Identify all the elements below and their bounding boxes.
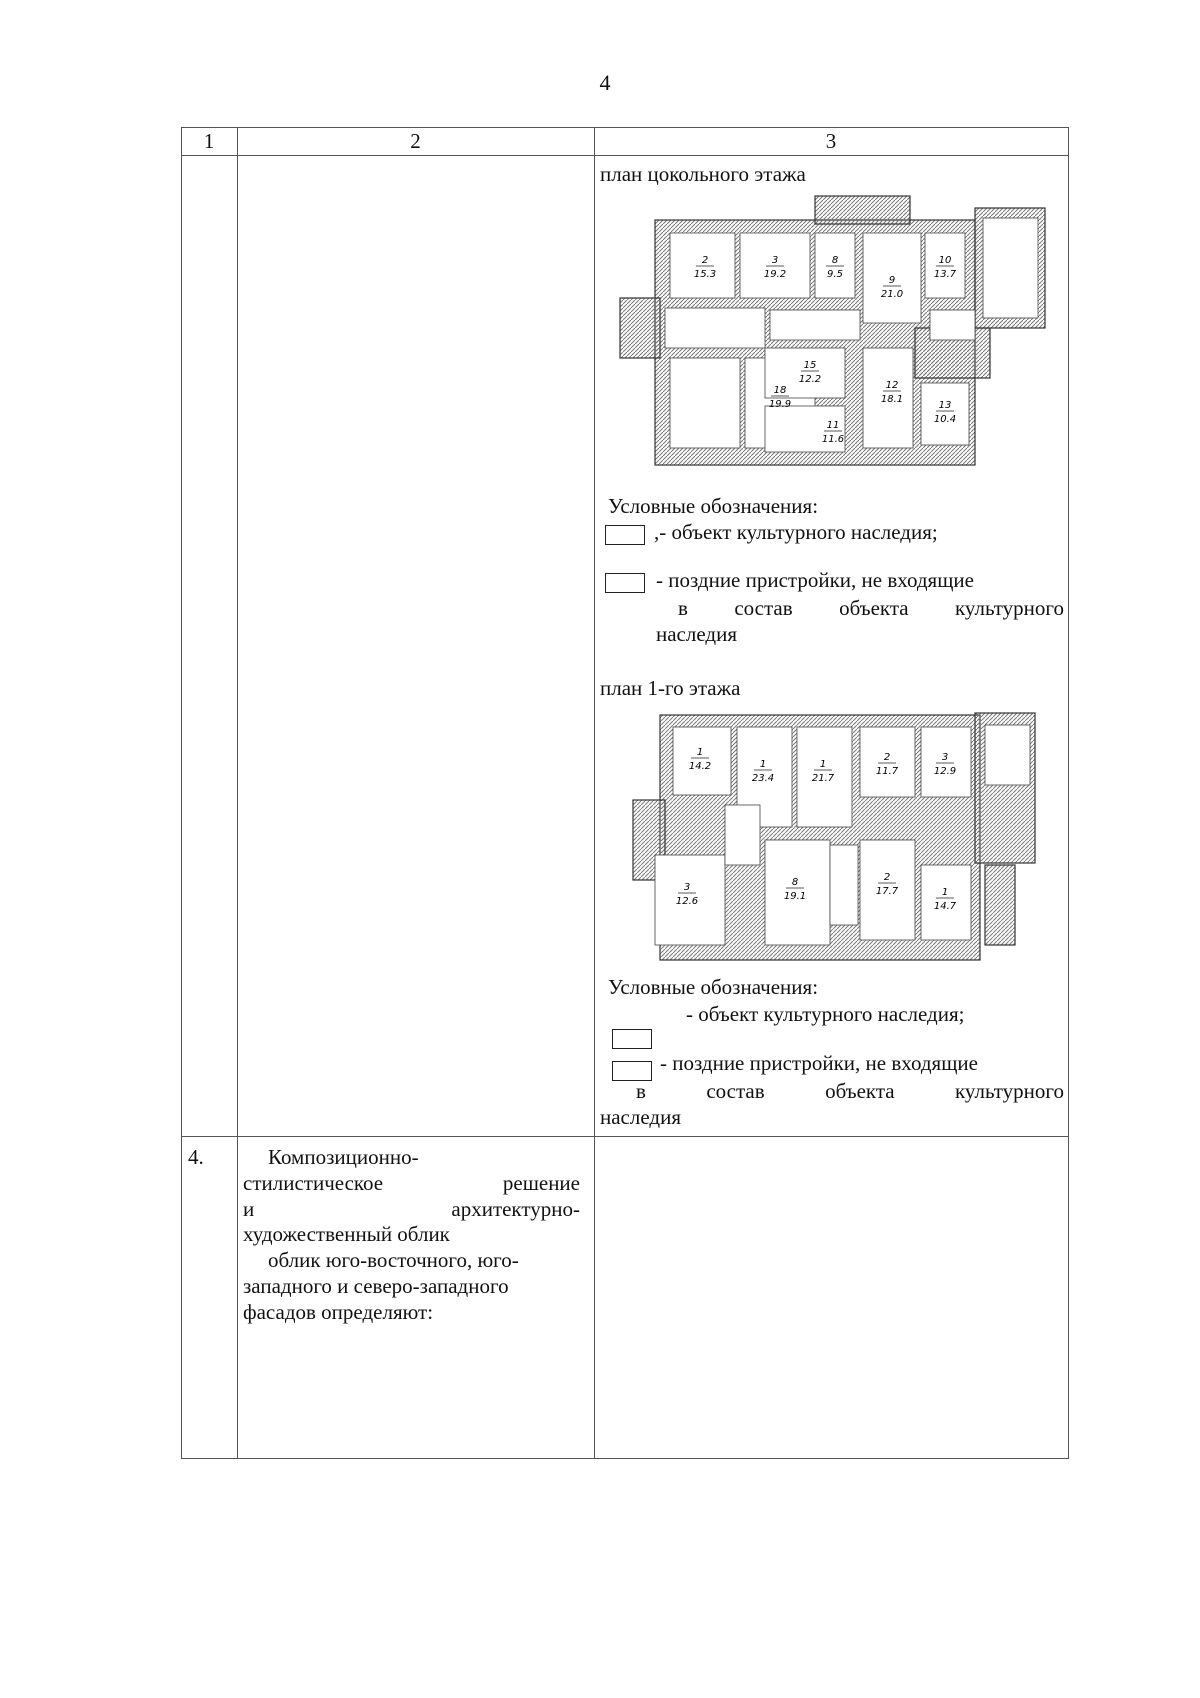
page-number: 4 (599, 70, 611, 95)
legend1-heritage-label: ,- объект культурного наследия; (654, 520, 938, 544)
room-area: 11.6 (822, 434, 844, 445)
plan-room (764, 347, 846, 399)
legend2-additions-line1: - поздние пристройки, не входящие (660, 1051, 978, 1075)
legend1-heritage-swatch (605, 525, 645, 545)
plan-room (796, 726, 853, 828)
room-area: 12.2 (799, 374, 821, 385)
plan-room (669, 357, 741, 449)
plan-room (669, 232, 736, 299)
plan-room (829, 844, 859, 926)
legend1-title: Условные обозначения: (608, 494, 819, 518)
room-number: 18 (774, 385, 787, 396)
plan-room (862, 347, 914, 449)
room-number: 13 (939, 400, 952, 411)
room-number: 3 (772, 255, 778, 266)
room-number: 8 (832, 255, 838, 266)
plan-room (764, 839, 831, 946)
plan-room (664, 307, 766, 349)
first-floor-plan-image: 1 14.2 1 23.4 1 21.7 2 11.7 3 12.9 3 12.6 8 19.1 2 17.7… (632, 712, 1036, 961)
row4-line-1: Композиционно- (268, 1145, 419, 1169)
room-number: 1 (760, 759, 766, 770)
row4-line-7: фасадов определяют: (243, 1300, 434, 1324)
room-number: 1 (942, 887, 948, 898)
room-area: 21.0 (881, 289, 903, 300)
room-number: 8 (792, 877, 798, 888)
plan-room (654, 854, 726, 946)
column-header-3: 3 (825, 129, 837, 153)
room-area: 12.9 (934, 766, 956, 777)
plan-room (764, 405, 846, 453)
room-number: 9 (889, 275, 895, 286)
plan-room (724, 804, 761, 866)
room-area: 14.2 (689, 761, 711, 772)
plan-room (859, 726, 916, 798)
room-area: 13.7 (934, 269, 957, 280)
plan-room (814, 232, 856, 299)
room-area: 17.7 (876, 886, 899, 897)
row4-line-4: художественный облик (243, 1222, 450, 1246)
room-number: 2 (702, 255, 708, 266)
room-number: 3 (942, 752, 948, 763)
room-area: 19.2 (764, 269, 786, 280)
room-number: 10 (939, 255, 952, 266)
room-area: 19.1 (784, 891, 806, 902)
legend2-additions-swatch (612, 1061, 652, 1081)
plan-wall (814, 195, 911, 225)
plan-first-title: план 1-го этажа (600, 676, 741, 700)
legend2-heritage-swatch (612, 1029, 652, 1049)
legend2-additions-line2: в состав объекта культурного (636, 1079, 1064, 1103)
room-number: 3 (684, 882, 690, 893)
plan-wall (984, 864, 1016, 946)
row4-line-3: и архитектурно- (243, 1197, 580, 1221)
legend1-additions-swatch (605, 573, 645, 593)
room-number: 11 (827, 420, 840, 431)
plan-basement-title: план цокольного этажа (600, 162, 806, 186)
room-number: 1 (697, 747, 703, 758)
row4-number: 4. (188, 1145, 204, 1169)
legend1-additions-line3: наследия (656, 622, 737, 646)
legend2-title: Условные обозначения: (608, 975, 819, 999)
room-area: 11.7 (876, 766, 899, 777)
row4-line-2: стилистическое решение (243, 1171, 580, 1195)
room-area: 18.1 (881, 394, 903, 405)
column-header-2: 2 (410, 129, 421, 153)
room-area: 14.7 (934, 901, 957, 912)
row4-line-6: западного и северо-западного (243, 1274, 509, 1298)
room-area: 12.6 (676, 896, 698, 907)
room-area: 9.5 (827, 269, 843, 280)
plan-room (859, 839, 916, 941)
plan-wall (619, 297, 661, 359)
legend1-additions-line1: - поздние пристройки, не входящие (656, 568, 974, 592)
plan-room (982, 217, 1039, 319)
room-area: 10.4 (934, 414, 956, 425)
plan-room (769, 309, 861, 341)
legend2-heritage-label: - объект культурного наследия; (686, 1002, 965, 1026)
row4-line-5: облик юго-восточного, юго- (268, 1248, 519, 1272)
plan-room (929, 309, 976, 341)
plan-room (672, 726, 732, 796)
room-number: 12 (886, 380, 899, 391)
plan-room (924, 232, 966, 299)
plan-room (739, 232, 811, 299)
basement-floor-plan-image: 2 15.3 3 19.2 8 9.5 9 21.0 10 13.7 15 12.2 18 19.9 12 1… (619, 195, 1046, 466)
legend1-additions-line2: в состав объекта культурного (678, 596, 1064, 620)
room-area: 23.4 (752, 773, 774, 784)
room-number: 2 (884, 752, 890, 763)
plan-room (862, 232, 922, 324)
room-area: 19.9 (769, 399, 791, 410)
room-area: 15.3 (694, 269, 716, 280)
plan-room (920, 726, 972, 798)
room-number: 1 (820, 759, 826, 770)
room-area: 21.7 (812, 773, 835, 784)
room-number: 2 (884, 872, 890, 883)
column-header-1: 1 (203, 129, 215, 153)
plan-room (920, 382, 970, 446)
plan-room (920, 864, 972, 941)
plan-room (984, 724, 1031, 786)
legend2-additions-line3: наследия (600, 1105, 681, 1129)
room-number: 15 (804, 360, 817, 371)
